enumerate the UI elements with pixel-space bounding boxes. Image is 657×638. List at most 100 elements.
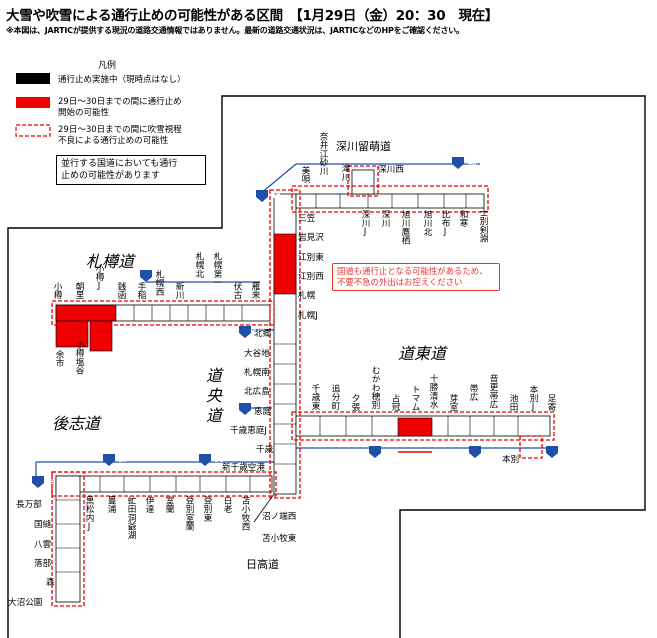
station-label: 本別 [502, 455, 520, 465]
station-label: 虻田洞爺湖 [126, 496, 136, 539]
station-label: 森 [46, 578, 55, 588]
station-label: 札幌第一 [212, 252, 222, 287]
station-label: 恵庭 [254, 407, 272, 417]
station-label: 夕張 [350, 394, 360, 412]
route-shield-icon: 242 [545, 444, 573, 458]
route-shield-icon: 12 [255, 188, 281, 202]
legend-closed-label: 通行止め実施中（現時点はなし） [58, 75, 186, 85]
station-label: 落部 [34, 559, 52, 569]
station-label: 札幌J [298, 311, 318, 321]
station-label: 登別室蘭 [184, 496, 194, 531]
station-label: 沼ノ端西 [262, 512, 297, 522]
station-label: 大谷地 [244, 349, 270, 359]
station-label: 小樽塩谷 [74, 340, 84, 375]
region-hidaka: 日高道 [246, 558, 279, 571]
station-label: 苫小牧東 [262, 534, 297, 544]
station-label: 手稲 [136, 282, 146, 300]
station-label: 豊浦 [106, 496, 116, 514]
station-label: 帯広 [468, 384, 478, 402]
legend-visibility-label: 29日～30日までの間に吹雪視程 不良による通行止めの可能性 [58, 125, 182, 146]
station-label: 八雲 [34, 540, 52, 550]
station-label: 大沼公園 [8, 598, 43, 608]
station-label: 江別西 [298, 272, 324, 282]
legend-closed-swatch [16, 73, 50, 84]
disclaimer-note: ※本図は、JARTICが提供する現況の道路交通情報ではありません。最新の道路交通… [6, 26, 464, 35]
route-shield-icon: 38 [468, 444, 494, 458]
station-label: 士別剣淵 [478, 208, 488, 243]
station-label: 室蘭 [164, 496, 174, 514]
region-fukagawa: 深川留萌道 [336, 140, 391, 153]
station-label: 新川 [174, 282, 184, 300]
page-title: 大雪や吹雪による通行止めの可能性がある区間 【1月29日（金）20：30 現在】 [6, 8, 499, 24]
station-label: トマム [410, 385, 420, 411]
region-sapporo: 札樽道 [86, 252, 135, 271]
region-doto: 道東道 [398, 344, 447, 363]
segment-dividers [56, 194, 519, 573]
station-label: 深川J [360, 210, 370, 238]
station-label: 札幌西 [154, 270, 164, 296]
station-label: 比布J [440, 210, 450, 238]
closure-possible [55, 233, 433, 437]
route-shield-icon: 36 [238, 401, 264, 415]
legend-possible-swatch [16, 97, 50, 108]
station-label: 追分町 [330, 384, 340, 410]
station-label: 芽室 [448, 394, 458, 412]
station-label: 小樽 [52, 282, 62, 300]
station-label: 国縫 [34, 520, 52, 530]
legend-visibility-swatch [15, 124, 51, 137]
station-label: 音更帯広 [488, 374, 498, 409]
station-label: 奈井江砂川 [318, 132, 328, 175]
station-label: 十勝清水 [428, 374, 438, 409]
station-label: 千歳恵庭J [230, 426, 267, 436]
station-label: 深川西 [378, 165, 404, 175]
station-label: 登別東 [202, 496, 212, 522]
legend-parallel-note: 並行する国道においても通行 止めの可能性があります [56, 155, 206, 185]
station-label: 長万部 [16, 500, 42, 510]
station-label: 札幌 [298, 291, 316, 301]
station-label: 余市 [54, 350, 64, 368]
map-boundary [7, 95, 646, 638]
visibility-sections [51, 165, 555, 607]
station-label: 札幌北 [194, 252, 204, 278]
station-label: 旭川鷹栖 [400, 210, 410, 245]
station-label: 千歳 [256, 445, 274, 455]
hidaka-line [253, 493, 275, 523]
station-label: 岩見沢 [298, 233, 324, 243]
station-label: 朝里 [74, 282, 84, 300]
route-shield-icon: 274 [238, 324, 266, 338]
station-label: 江別東 [298, 253, 324, 263]
station-label: 深川 [380, 210, 390, 228]
station-label: 占冠 [390, 394, 400, 412]
route-shield-icon: 37 [102, 452, 128, 466]
route-shield-icon: 5 [31, 474, 54, 488]
station-label: 池田 [508, 394, 518, 412]
warning-box: 国道も通行止となる可能性があるため、 不要不急の外出はお控えください [332, 263, 500, 291]
station-label: 苫小牧西 [240, 496, 250, 531]
station-label: 和寒 [458, 210, 468, 228]
route-shield-icon: 274 [368, 444, 396, 458]
station-label: 滝川 [340, 164, 350, 182]
station-label: 黒松内J [84, 496, 94, 532]
region-goshi: 後志道 [52, 414, 101, 433]
station-label: 伊達 [144, 496, 154, 514]
station-label: 本別J [528, 385, 538, 413]
legend-title: 凡例 [98, 61, 117, 71]
station-label: 札幌南 [244, 368, 270, 378]
route-shield-icon: 40 [451, 155, 477, 169]
station-label: 小樽J [94, 264, 104, 292]
station-label: 銭函 [116, 282, 126, 300]
station-label: 新千歳空港 [222, 463, 265, 473]
region-doo: 道 央 道 [206, 366, 223, 425]
station-label: 北広島 [244, 387, 270, 397]
legend-possible-label: 29日～30日までの間に通行止め 開始の可能性 [58, 97, 182, 118]
station-label: 伏古 [232, 282, 242, 300]
station-label: 美唄 [300, 166, 310, 184]
station-label: 足寄 [546, 394, 556, 412]
station-label: 三笠 [298, 214, 316, 224]
route-shield-icon: 5 [139, 268, 162, 282]
route-shield-icon: 36 [198, 452, 224, 466]
station-label: 白老 [222, 496, 232, 514]
station-label: むかわ穂別 [370, 366, 380, 409]
station-label: 旭川北 [422, 210, 432, 236]
